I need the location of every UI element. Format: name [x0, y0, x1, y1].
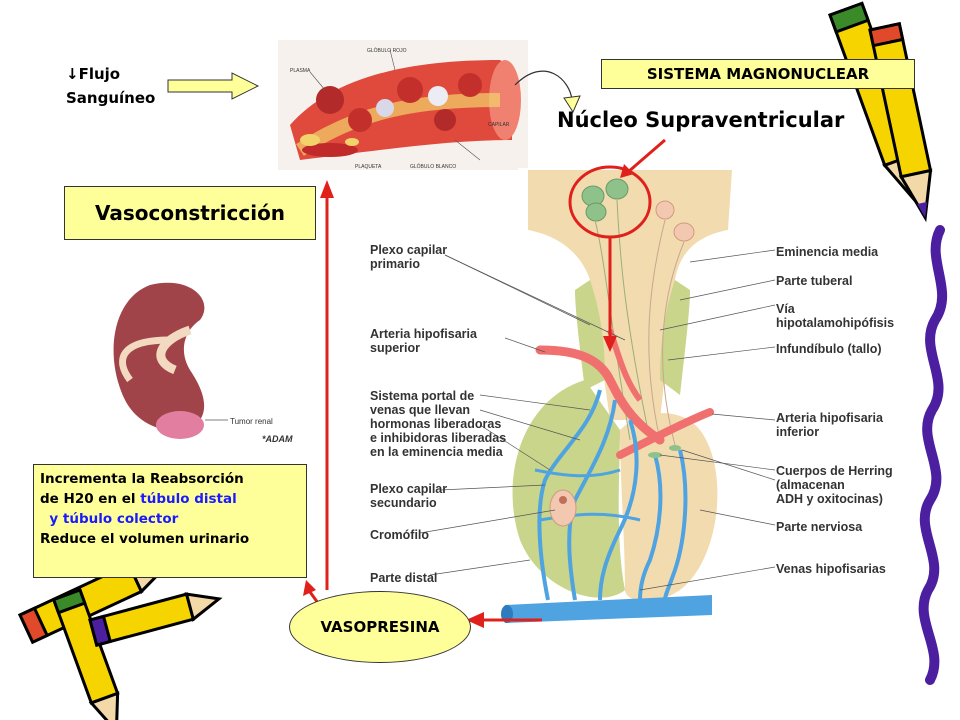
label-via-hipotalamo: Vía hipotalamohipófisis — [776, 302, 895, 330]
vessel-label-glob-blanco: GLÓBULO BLANCO — [410, 163, 456, 170]
vessel-label-glob-rojo: GLÓBULO ROJO — [367, 47, 407, 54]
label-venas-hipofisarias: Venas hipofisarias — [776, 562, 886, 576]
kidney-illustration — [63, 273, 317, 445]
vessel-label-capilar: CAPILAR — [488, 122, 510, 128]
vasoconstriccion-box: Vasoconstricción — [64, 186, 316, 240]
effect-line2-a: de H20 en el — [40, 491, 141, 507]
effect-line3: y túbulo colector — [40, 511, 179, 527]
decorative-border — [918, 225, 948, 685]
sistema-box: SISTEMA MAGNONUCLEAR — [601, 59, 915, 89]
effect-box: Incrementa la Reabsorción de H20 en el t… — [33, 464, 307, 578]
vessel-label-plasma: PLASMA — [290, 68, 311, 74]
label-parte-tuberal: Parte tuberal — [776, 274, 853, 288]
label-cuerpos-herring: Cuerpos de Herring (almacenan ADH y oxit… — [776, 464, 893, 506]
effect-line4: Reduce el volumen urinario — [40, 531, 250, 547]
blood-vessel-illustration — [278, 40, 528, 170]
label-plexo-primario: Plexo capilar primario — [370, 243, 448, 271]
flow-label-line2: Sanguíneo — [66, 89, 156, 107]
label-parte-distal: Parte distal — [370, 571, 438, 585]
pituitary-diagram — [419, 168, 890, 638]
effect-line2-b: túbulo distal — [140, 491, 237, 507]
effect-line2: de H20 en el túbulo distal — [40, 489, 300, 509]
label-parte-nerviosa: Parte nerviosa — [776, 520, 863, 534]
label-plexo-secundario: Plexo capilar secundario — [370, 482, 448, 510]
flow-label: ↓Flujo Sanguíneo — [66, 62, 186, 110]
effect-line1: Incrementa la Reabsorción — [40, 471, 244, 487]
flow-label-line1: ↓Flujo — [66, 65, 121, 83]
vessel-label-plaqueta: PLAQUETA — [355, 164, 382, 170]
label-sistema-portal: Sistema portal de venas que llevan hormo… — [370, 389, 507, 459]
kidney-label-tumor: Tumor renal — [230, 417, 273, 426]
flow-arrows — [167, 70, 666, 628]
label-cromofilo: Cromófilo — [370, 528, 430, 542]
kidney-label-brand: *ADAM — [262, 434, 293, 444]
nucleo-label: Núcleo Supraventricular — [557, 108, 845, 132]
label-infundibulo: Infundíbulo (tallo) — [776, 342, 882, 356]
vasopresina-ellipse: VASOPRESINA — [289, 591, 471, 663]
label-arteria-inferior: Arteria hipofisaria inferior — [776, 411, 883, 439]
label-eminencia-media: Eminencia media — [776, 245, 879, 259]
label-arteria-superior: Arteria hipofisaria superior — [370, 327, 477, 355]
